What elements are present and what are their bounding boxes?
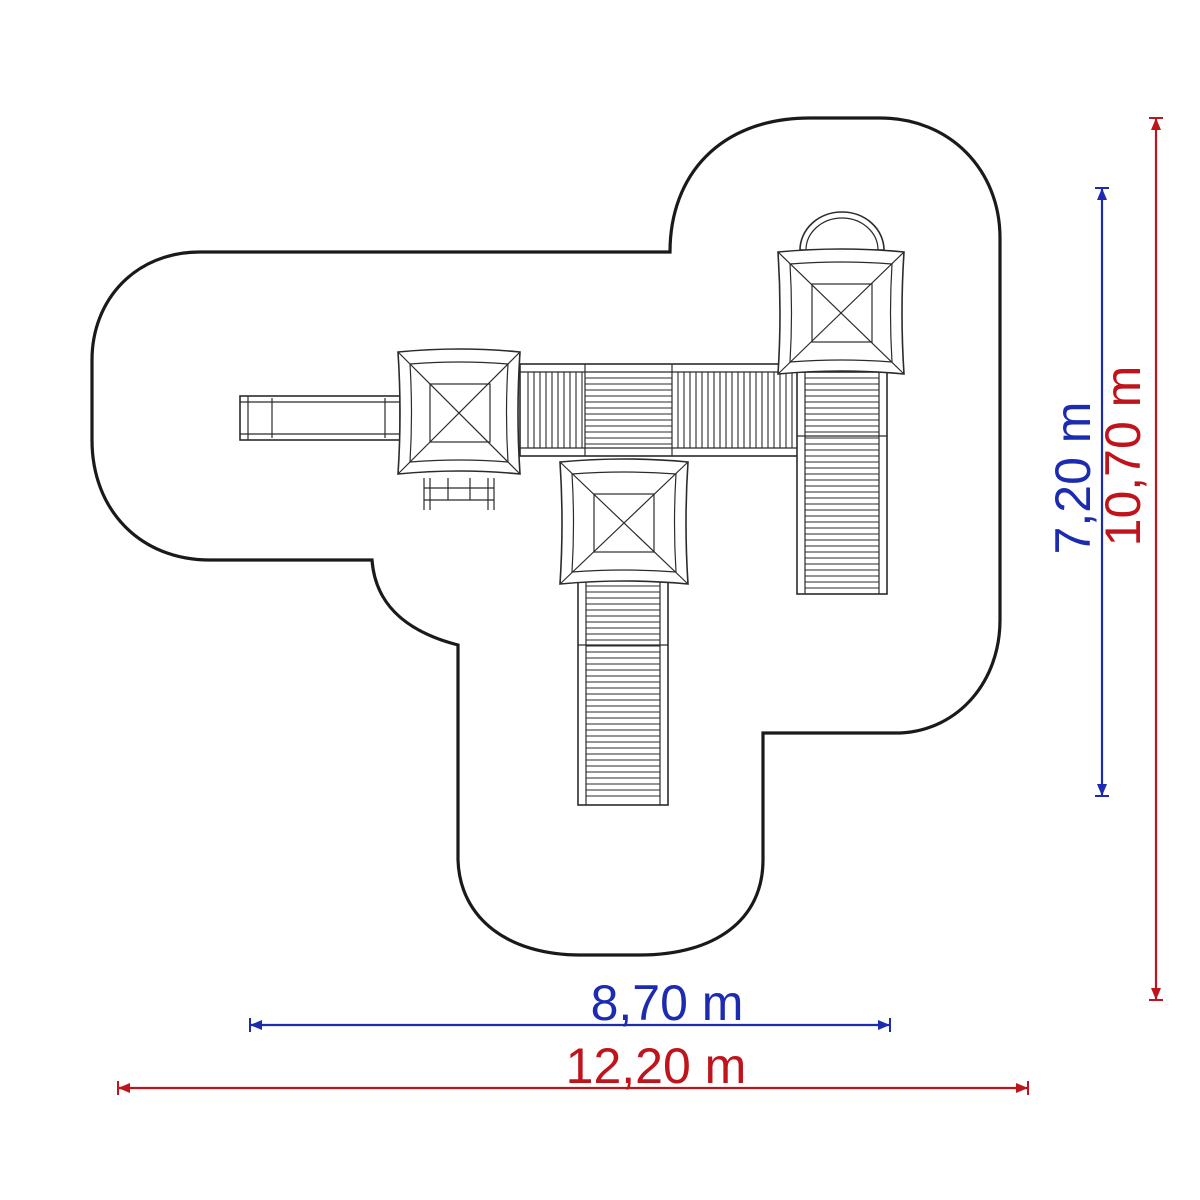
bridge-horizontal: [519, 363, 799, 457]
dimension-inner-height: 7,20 m: [1045, 187, 1109, 797]
tower-roof-2: [559, 458, 689, 585]
bridge-slats-a: [527, 372, 583, 448]
ramp-right: [796, 371, 888, 595]
ramp-lower: [577, 579, 669, 806]
arch-top: [799, 211, 885, 251]
ramp-lower-slats: [586, 585, 660, 797]
dimension-outer-height: 10,70 m: [1095, 117, 1163, 1001]
tower-roof-3: [777, 248, 905, 375]
tower-roof-1: [397, 348, 521, 475]
dimension-inner-height-label: 7,20 m: [1045, 402, 1101, 555]
slide-left: [239, 395, 401, 441]
dimension-inner-width: 8,70 m: [249, 975, 891, 1032]
bridge-slats-c: [677, 372, 793, 448]
bridge-slats-b: [585, 377, 672, 445]
safety-zone-outline: [90, 116, 1002, 957]
dimension-outer-width-label: 12,20 m: [566, 1038, 747, 1094]
ladder-small: [423, 478, 495, 510]
dimension-outer-height-label: 10,70 m: [1095, 366, 1151, 547]
dimension-outer-width: 12,20 m: [117, 1038, 1029, 1095]
ramp-right-slats: [805, 377, 879, 589]
dimension-inner-width-label: 8,70 m: [591, 975, 744, 1031]
